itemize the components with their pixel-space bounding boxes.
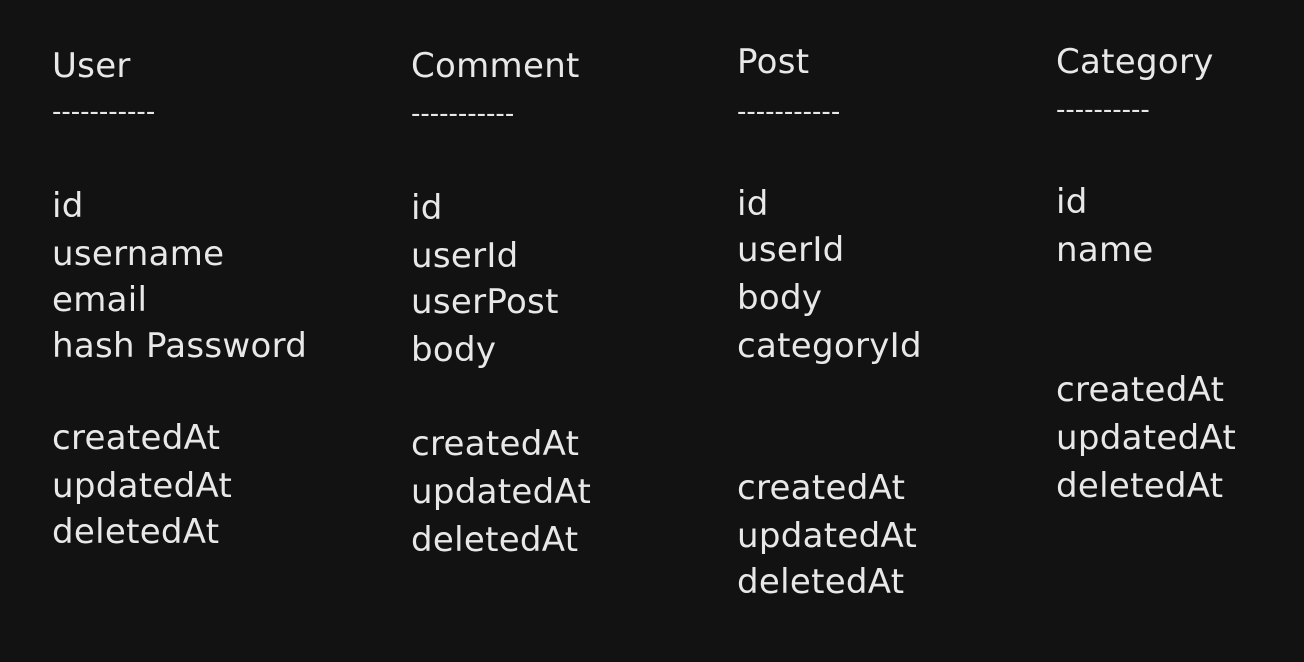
field-updated-at: updatedAt	[737, 516, 918, 556]
field-deleted-at: deletedAt	[1056, 466, 1224, 506]
field-id: id	[411, 188, 443, 228]
entity-title: Comment	[411, 46, 580, 86]
entity-title: Post	[737, 42, 810, 82]
field-username: username	[52, 234, 225, 274]
field-category-id: categoryId	[737, 326, 922, 366]
field-email: email	[52, 280, 148, 320]
field-body: body	[411, 330, 497, 370]
field-name: name	[1056, 230, 1154, 270]
field-body: body	[737, 278, 823, 318]
field-created-at: createdAt	[737, 468, 906, 508]
field-deleted-at: deletedAt	[411, 520, 579, 560]
field-deleted-at: deletedAt	[52, 512, 220, 552]
entity-separator: -----------	[411, 99, 515, 129]
field-user-id: userId	[411, 236, 519, 276]
entity-separator: ----------	[1056, 95, 1150, 125]
entity-separator: -----------	[737, 97, 841, 127]
field-id: id	[737, 184, 769, 224]
field-user-id: userId	[737, 230, 845, 270]
field-created-at: createdAt	[411, 424, 580, 464]
field-updated-at: updatedAt	[1056, 418, 1237, 458]
field-id: id	[1056, 182, 1088, 222]
field-deleted-at: deletedAt	[737, 562, 905, 602]
field-user-post: userPost	[411, 282, 559, 322]
field-created-at: createdAt	[1056, 370, 1225, 410]
field-updated-at: updatedAt	[411, 472, 592, 512]
field-id: id	[52, 186, 84, 226]
field-created-at: createdAt	[52, 418, 221, 458]
entity-title: Category	[1056, 42, 1214, 82]
entity-title: User	[52, 46, 131, 86]
entity-separator: -----------	[52, 97, 156, 127]
field-hash-password: hash Password	[52, 326, 308, 366]
field-updated-at: updatedAt	[52, 466, 233, 506]
